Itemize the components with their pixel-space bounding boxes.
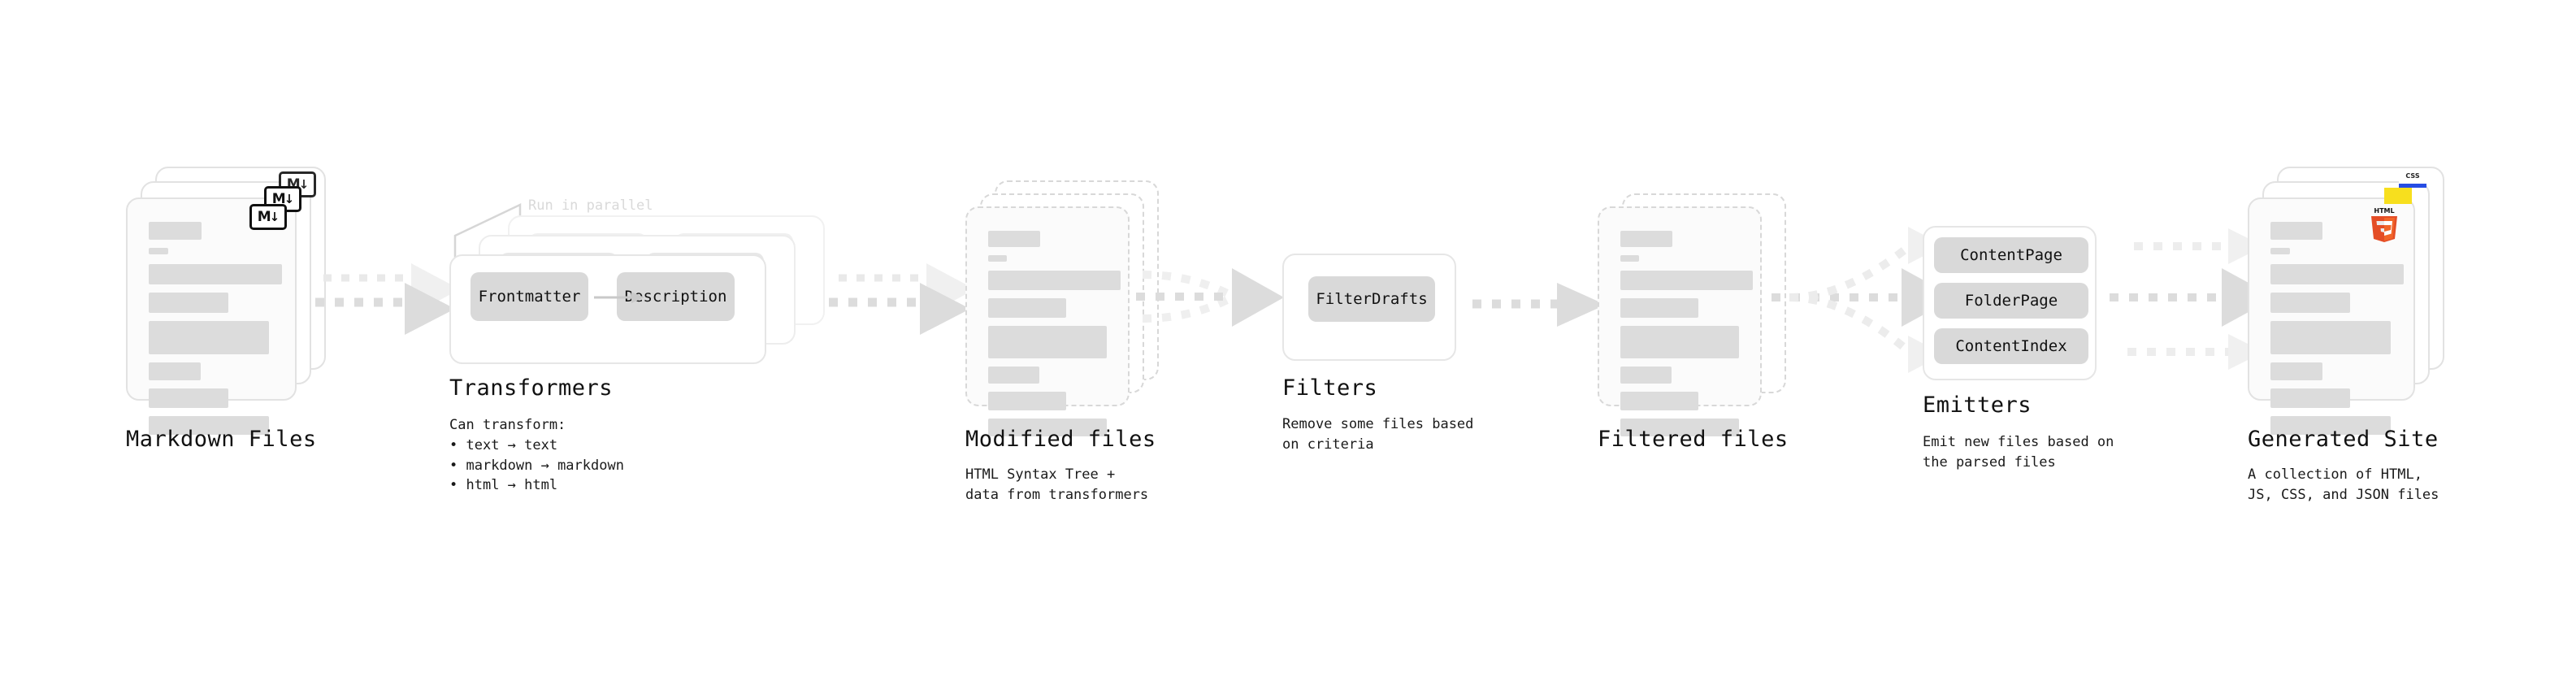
emitters-subtitle: Emit new files based on the parsed files — [1923, 434, 2114, 471]
transformers-bullet-0: • text → text — [449, 437, 558, 453]
transformers-bullet-label-2: html → html — [466, 477, 558, 494]
modified-files-title: Modified files — [965, 427, 1156, 452]
transformers-bullet-label-0: text → text — [466, 437, 558, 453]
css3-icon: CSS — [2399, 171, 2426, 188]
modified-files-subtitle: HTML Syntax Tree + data from transformer… — [965, 466, 1149, 503]
markdown-badge-letter-2: M — [271, 190, 286, 207]
connector-filtered-to-emitters — [1772, 227, 1955, 373]
emitter-item-contentindex[interactable]: ContentIndex — [1934, 328, 2088, 364]
svg-text:HTML: HTML — [2374, 207, 2394, 215]
modified-card-lines — [988, 231, 1121, 445]
connector-transformers-to-modified — [829, 263, 975, 335]
css3-icon-bar — [2399, 184, 2426, 188]
filters-subtitle: Remove some files based on criteria — [1282, 416, 1474, 453]
connector-modified-to-filters — [1136, 268, 1284, 327]
transformer-pill-frontmatter[interactable]: Frontmatter — [471, 272, 588, 321]
transformer-arrow-front — [594, 292, 644, 303]
connector-filters-to-filtered — [1472, 283, 1606, 327]
generated-site-title: Generated Site — [2248, 427, 2439, 452]
css3-icon-label: CSS — [2405, 172, 2420, 180]
transformers-bullet-label-1: markdown → markdown — [466, 457, 624, 474]
javascript-icon — [2384, 188, 2412, 204]
transformers-bullet-2: • html → html — [449, 477, 558, 494]
transformers-subtitle-intro: Can transform: — [449, 417, 566, 433]
markdown-badge-icon: M↓ — [249, 204, 287, 230]
transformers-bullet-1: • markdown → markdown — [449, 457, 624, 474]
transformers-title: Transformers — [449, 375, 614, 401]
transformers-bullets: • text → text • markdown → markdown • ht… — [449, 436, 624, 496]
generated-card-lines — [2270, 222, 2404, 443]
html5-icon: HTML — [2368, 206, 2400, 243]
filters-title: Filters — [1282, 375, 1378, 401]
filtered-files-title: Filtered files — [1598, 427, 1789, 452]
filtered-card-front — [1598, 206, 1762, 436]
markdown-badge-arrow-icon: ↓ — [298, 176, 310, 192]
emitters-title: Emitters — [1923, 393, 2032, 418]
emitter-item-folderpage[interactable]: FolderPage — [1934, 283, 2088, 319]
markdown-card-lines — [149, 222, 282, 443]
markdown-badge-letter-3: M — [257, 208, 271, 225]
emitters-box: ContentPage FolderPage ContentIndex — [1923, 226, 2097, 380]
filters-box: FilterDrafts — [1282, 254, 1456, 361]
emitter-item-contentpage[interactable]: ContentPage — [1934, 237, 2088, 273]
filter-item-filterdrafts[interactable]: FilterDrafts — [1308, 276, 1435, 322]
generated-site-subtitle: A collection of HTML, JS, CSS, and JSON … — [2248, 466, 2439, 503]
markdown-files-title: Markdown Files — [126, 427, 317, 452]
markdown-badge-arrow-icon-2: ↓ — [284, 191, 295, 206]
run-in-parallel-label: Run in parallel — [528, 197, 653, 214]
modified-card-front — [965, 206, 1130, 436]
filtered-card-lines — [1620, 231, 1753, 445]
markdown-badge-arrow-icon-3: ↓ — [269, 209, 280, 224]
connector-markdown-to-transformers — [315, 263, 460, 335]
markdown-card-front — [126, 197, 297, 435]
